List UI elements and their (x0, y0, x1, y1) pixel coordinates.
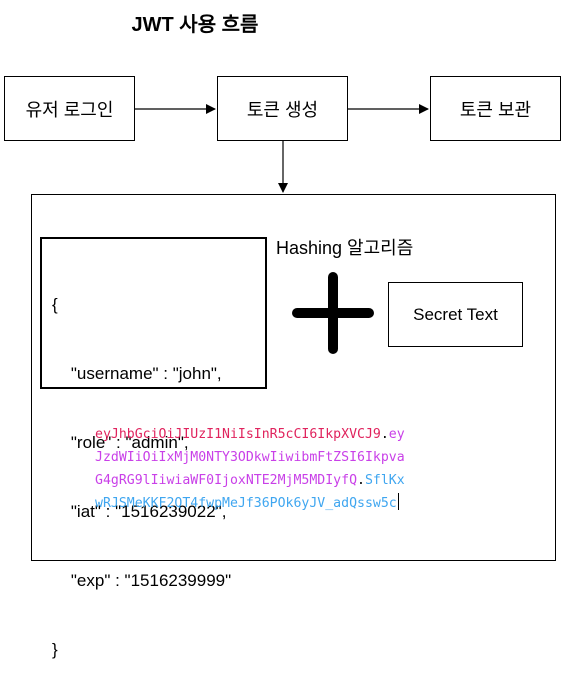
text-cursor (397, 493, 399, 510)
secret-text-box: Secret Text (388, 282, 523, 347)
token-signature-segment: SflKx (364, 473, 405, 488)
payload-line: { (52, 295, 58, 314)
token-payload-segment: ey (388, 427, 405, 442)
token-dot-segment: . (357, 473, 365, 488)
payload-line: "role" : "admin", (52, 433, 189, 452)
plus-icon (292, 272, 374, 354)
token-payload-segment: G4gRG9lIiwiaWF0IjoxNTE2MjM5MDIyfQ (95, 473, 358, 488)
diagram-title: JWT 사용 흐름 (131, 14, 259, 36)
payload-line: "username" : "john", (52, 364, 222, 383)
token-signature-segment: wRJSMeKKF2QT4fwpMeJf36POk6yJV_adQssw5c (95, 496, 397, 511)
payload-line: "iat" : "1516239022", (52, 502, 227, 521)
token-line: eyJhbGciOiJIUzI1NiIsInR5cCI6IkpXVCJ9.ey (95, 423, 405, 446)
token-line: JzdWIiOiIxMjM0NTY3ODkwIiwibmFtZSI6Ikpva (95, 446, 405, 469)
user-login-box: 유저 로그인 (4, 76, 135, 141)
connector-layer (135, 104, 429, 354)
payload-line: "exp" : "1516239999" (52, 571, 232, 590)
token-payload-segment: JzdWIiOiIxMjM0NTY3ODkwIiwibmFtZSI6Ikpva (95, 450, 405, 465)
token-creation-detail-box (31, 194, 556, 561)
token-create-box: 토큰 생성 (217, 76, 348, 141)
token-line: wRJSMeKKF2QT4fwpMeJf36POk6yJV_adQssw5c (95, 492, 405, 515)
token-header-segment: eyJhbGciOiJIUzI1NiIsInR5cCI6IkpXVCJ9 (95, 427, 381, 442)
token-dot-segment: . (380, 427, 389, 442)
payload-line: } (52, 640, 58, 659)
token-store-box: 토큰 보관 (430, 76, 561, 141)
hashing-algorithm-label: Hashing 알고리즘 (276, 238, 414, 258)
token-line: G4gRG9lIiwiaWF0IjoxNTE2MjM5MDIyfQ.SflKx (95, 469, 405, 492)
